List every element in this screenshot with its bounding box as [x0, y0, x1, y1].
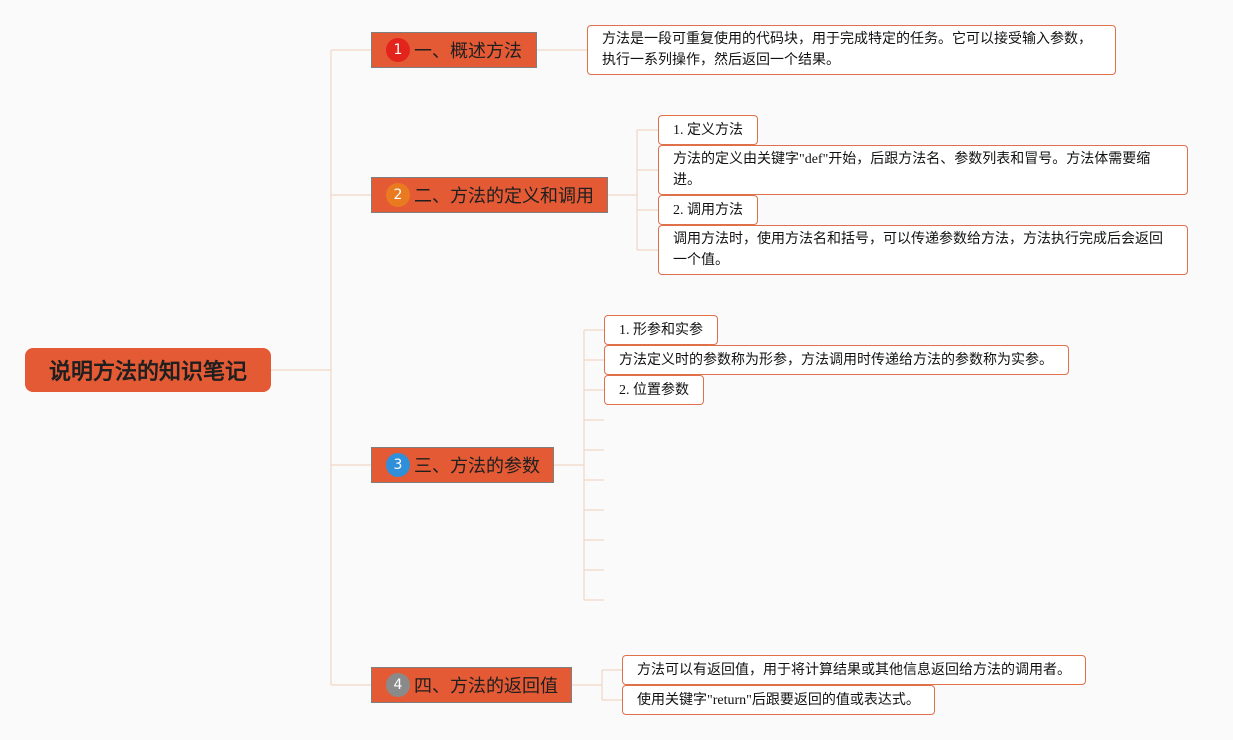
- badge-2-icon: 2: [386, 183, 410, 207]
- root-label: 说明方法的知识笔记: [48, 360, 247, 385]
- branch-label: 四、方法的返回值: [414, 676, 558, 697]
- badge-4-icon: 4: [386, 673, 410, 697]
- leaf-node[interactable]: 方法可以有返回值，用于将计算结果或其他信息返回给方法的调用者。: [622, 655, 1086, 685]
- branch-node-1[interactable]: 1 一、概述方法: [371, 32, 537, 68]
- leaf-text: 方法的定义由关键字"def"开始，后跟方法名、参数列表和冒号。方法体需要缩进。: [673, 152, 1151, 188]
- leaf-text: 1. 定义方法: [673, 122, 743, 138]
- leaf-text: 2. 位置参数: [619, 382, 689, 398]
- leaf-node[interactable]: 2. 位置参数: [604, 375, 704, 405]
- branch-node-4[interactable]: 4 四、方法的返回值: [371, 667, 572, 703]
- badge-1-icon: 1: [386, 38, 410, 62]
- leaf-node[interactable]: 1. 形参和实参: [604, 315, 718, 345]
- leaf-text: 方法定义时的参数称为形参，方法调用时传递给方法的参数称为实参。: [619, 352, 1053, 368]
- leaf-node[interactable]: 方法的定义由关键字"def"开始，后跟方法名、参数列表和冒号。方法体需要缩进。: [658, 145, 1188, 195]
- badge-3-icon: 3: [386, 453, 410, 477]
- leaf-node[interactable]: 方法是一段可重复使用的代码块，用于完成特定的任务。它可以接受输入参数，执行一系列…: [587, 25, 1116, 75]
- leaf-text: 2. 调用方法: [673, 202, 743, 218]
- leaf-node[interactable]: 使用关键字"return"后跟要返回的值或表达式。: [622, 685, 935, 715]
- leaf-node[interactable]: 1. 定义方法: [658, 115, 758, 145]
- leaf-text: 方法可以有返回值，用于将计算结果或其他信息返回给方法的调用者。: [637, 662, 1071, 678]
- root-node[interactable]: 说明方法的知识笔记: [25, 348, 271, 392]
- leaf-node[interactable]: 方法定义时的参数称为形参，方法调用时传递给方法的参数称为实参。: [604, 345, 1069, 375]
- leaf-node[interactable]: 调用方法时，使用方法名和括号，可以传递参数给方法，方法执行完成后会返回一个值。: [658, 225, 1188, 275]
- branch-node-2[interactable]: 2 二、方法的定义和调用: [371, 177, 608, 213]
- leaf-text: 调用方法时，使用方法名和括号，可以传递参数给方法，方法执行完成后会返回一个值。: [673, 232, 1163, 268]
- branch-label: 一、概述方法: [414, 41, 522, 62]
- leaf-text: 方法是一段可重复使用的代码块，用于完成特定的任务。它可以接受输入参数，执行一系列…: [602, 32, 1092, 68]
- branch-label: 三、方法的参数: [414, 456, 540, 477]
- leaf-node[interactable]: 2. 调用方法: [658, 195, 758, 225]
- branch-label: 二、方法的定义和调用: [414, 186, 594, 207]
- leaf-text: 使用关键字"return"后跟要返回的值或表达式。: [637, 692, 920, 708]
- leaf-text: 1. 形参和实参: [619, 322, 703, 338]
- branch-node-3[interactable]: 3 三、方法的参数: [371, 447, 554, 483]
